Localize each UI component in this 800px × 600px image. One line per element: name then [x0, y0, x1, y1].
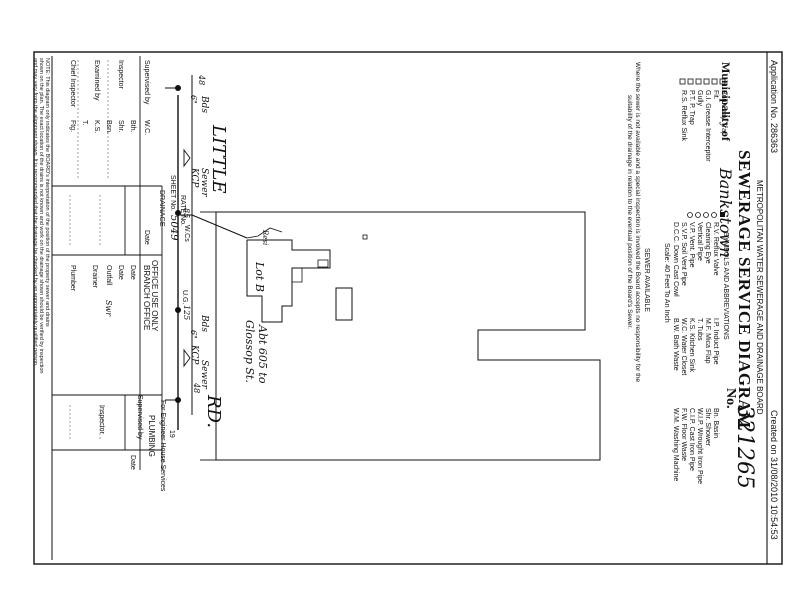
legend-item: Vertical Pipe [696, 222, 703, 261]
drainer-label: Drainer [91, 265, 98, 288]
examined-by-label: Examined by [93, 60, 100, 101]
plumbing-inspector-label: Inspector [98, 405, 105, 434]
plumbing-supervised-label: Supervised by [136, 395, 143, 440]
diagram-number-value: 321265 [732, 405, 757, 489]
t-label: T. [81, 120, 88, 126]
sewer-label: Sewer [199, 168, 209, 197]
legend-item: T. Tubs [696, 318, 703, 341]
address-line-1: Abt 605 to [256, 325, 269, 384]
note-line-3: and may vary from the alignment shown. I… [32, 58, 38, 367]
bds-label: Bds [199, 96, 209, 113]
legend-item: P.T. P. Trap [688, 90, 695, 125]
shr-label: Shr. [117, 120, 124, 133]
wc-label: W.C. [143, 120, 150, 136]
branch-date-label: Date [129, 265, 136, 280]
branch-date-label: Date [117, 265, 124, 280]
office-use-heading: OFFICE USE ONLY [150, 260, 159, 332]
drainage-heading: DRAINAGE [158, 190, 165, 227]
house-label: Resi [261, 230, 269, 246]
legend-item: S.V.P. Soil Vent Pipe [680, 222, 687, 286]
legend-item: Fit. [712, 90, 719, 100]
legend-item: D.C.C. Down Cast Cowl [672, 222, 679, 297]
date-label: Date [143, 230, 150, 245]
year-19: 19 [168, 430, 175, 438]
note-line-2: shown on the plan. The exact location of… [38, 58, 44, 374]
legend-item: V.P. Vent. Pipe [688, 222, 695, 268]
legend-item: F.W. Floor Waste [680, 408, 687, 462]
disclaimer-line-1: Where the sewer is not available and a s… [634, 62, 641, 383]
bds-label: Bds [199, 315, 209, 332]
legend-item: Gully [696, 90, 703, 106]
chainage-125: 125 [182, 305, 191, 321]
plumber-label: Plumber [69, 265, 76, 292]
plumbing-date-label: Date [129, 455, 136, 470]
scale-note: Scale: 40 Feet To An Inch [663, 243, 670, 323]
inspector-label: Inspector [117, 60, 124, 89]
outfall-label: Outfall [105, 265, 112, 286]
ftg-label: Ftg. [69, 120, 76, 133]
chief-inspector-label: Chief Inspector [69, 60, 76, 108]
legend-item: Bn. Basin [712, 408, 719, 438]
branch-office-heading: BRANCH OFFICE [142, 265, 151, 331]
bth-label: Bth. [129, 120, 136, 133]
sheet-no-value: 5049 [168, 215, 179, 241]
engineer-note: For Engineer House Services [159, 400, 166, 492]
legend-item: Boundary Trap [720, 90, 727, 136]
wcs-label: W.Cs [183, 225, 190, 242]
legend-item: C.I.P. Cast Iron Pipe [688, 408, 695, 471]
legend-item: M.F. Mica Flap [704, 318, 711, 364]
legend-item: R.S. Reflux Sink [680, 90, 687, 141]
address-line-2: Glossop St. [243, 320, 256, 383]
board-name: METROPOLITAN WATER SEWERAGE AND DRAINAGE… [755, 180, 764, 415]
supervised-by-label: Supervised by [143, 60, 150, 105]
created-on-timestamp: Created on 31/08/2010 10:54:53 [769, 410, 779, 540]
legend-item: R.V. Reflux Valve [712, 222, 719, 276]
legend-item: Shr. Shower [704, 408, 711, 447]
depth-48: 48 [197, 75, 206, 86]
legend-item: B.W. Bath Waste [672, 318, 679, 371]
application-number: Application No. 286363 [769, 60, 779, 154]
legend-item: G.I. Grease Interceptor [704, 90, 711, 162]
legend-item: I.P. Induct Pipe [712, 318, 719, 365]
lot-label: Lot B [253, 262, 266, 292]
ks-label: K.S. [93, 120, 100, 134]
sewer-available-heading: SEWER AVAILABLE [643, 248, 650, 312]
legend-item: W.M. Washing Machine [672, 408, 679, 482]
bsn-label: Bsn. [105, 120, 112, 135]
plumbing-heading: PLUMBING [147, 415, 156, 457]
note-line-1: NOTE: This diagram only indicates the BO… [44, 58, 50, 327]
sheet-no-label: SHEET No. [169, 175, 176, 212]
kcp-label: KCP [189, 345, 199, 365]
street-name-little: LITTLE [208, 125, 229, 194]
pipe-size-6: 6" [189, 95, 198, 104]
disclaimer-line-2: suitability of the drainage in relation … [626, 95, 633, 329]
rate-no-label: RATE No. [179, 195, 186, 226]
pipe-size-6: 6" [189, 330, 198, 339]
depth-48: 48 [192, 383, 201, 394]
street-name-rd: RD. [203, 395, 224, 429]
ug-label: U.G. [181, 290, 188, 305]
legend-item: Cleaning Eye [704, 222, 711, 264]
kcp-label: KCP [189, 168, 199, 188]
diagram-title: SEWERAGE SERVICE DIAGRAM [735, 150, 754, 429]
legend-item: W.C. Water Closet [680, 318, 687, 376]
legend-item: K.S. Kitchen Sink [688, 318, 695, 373]
outfall-value: Swr [104, 300, 113, 317]
legend-title: SYMBOLS AND ABBREVIATIONS [722, 232, 729, 340]
legend-item: W.I.P. Wrought Iron Pipe [696, 408, 703, 485]
